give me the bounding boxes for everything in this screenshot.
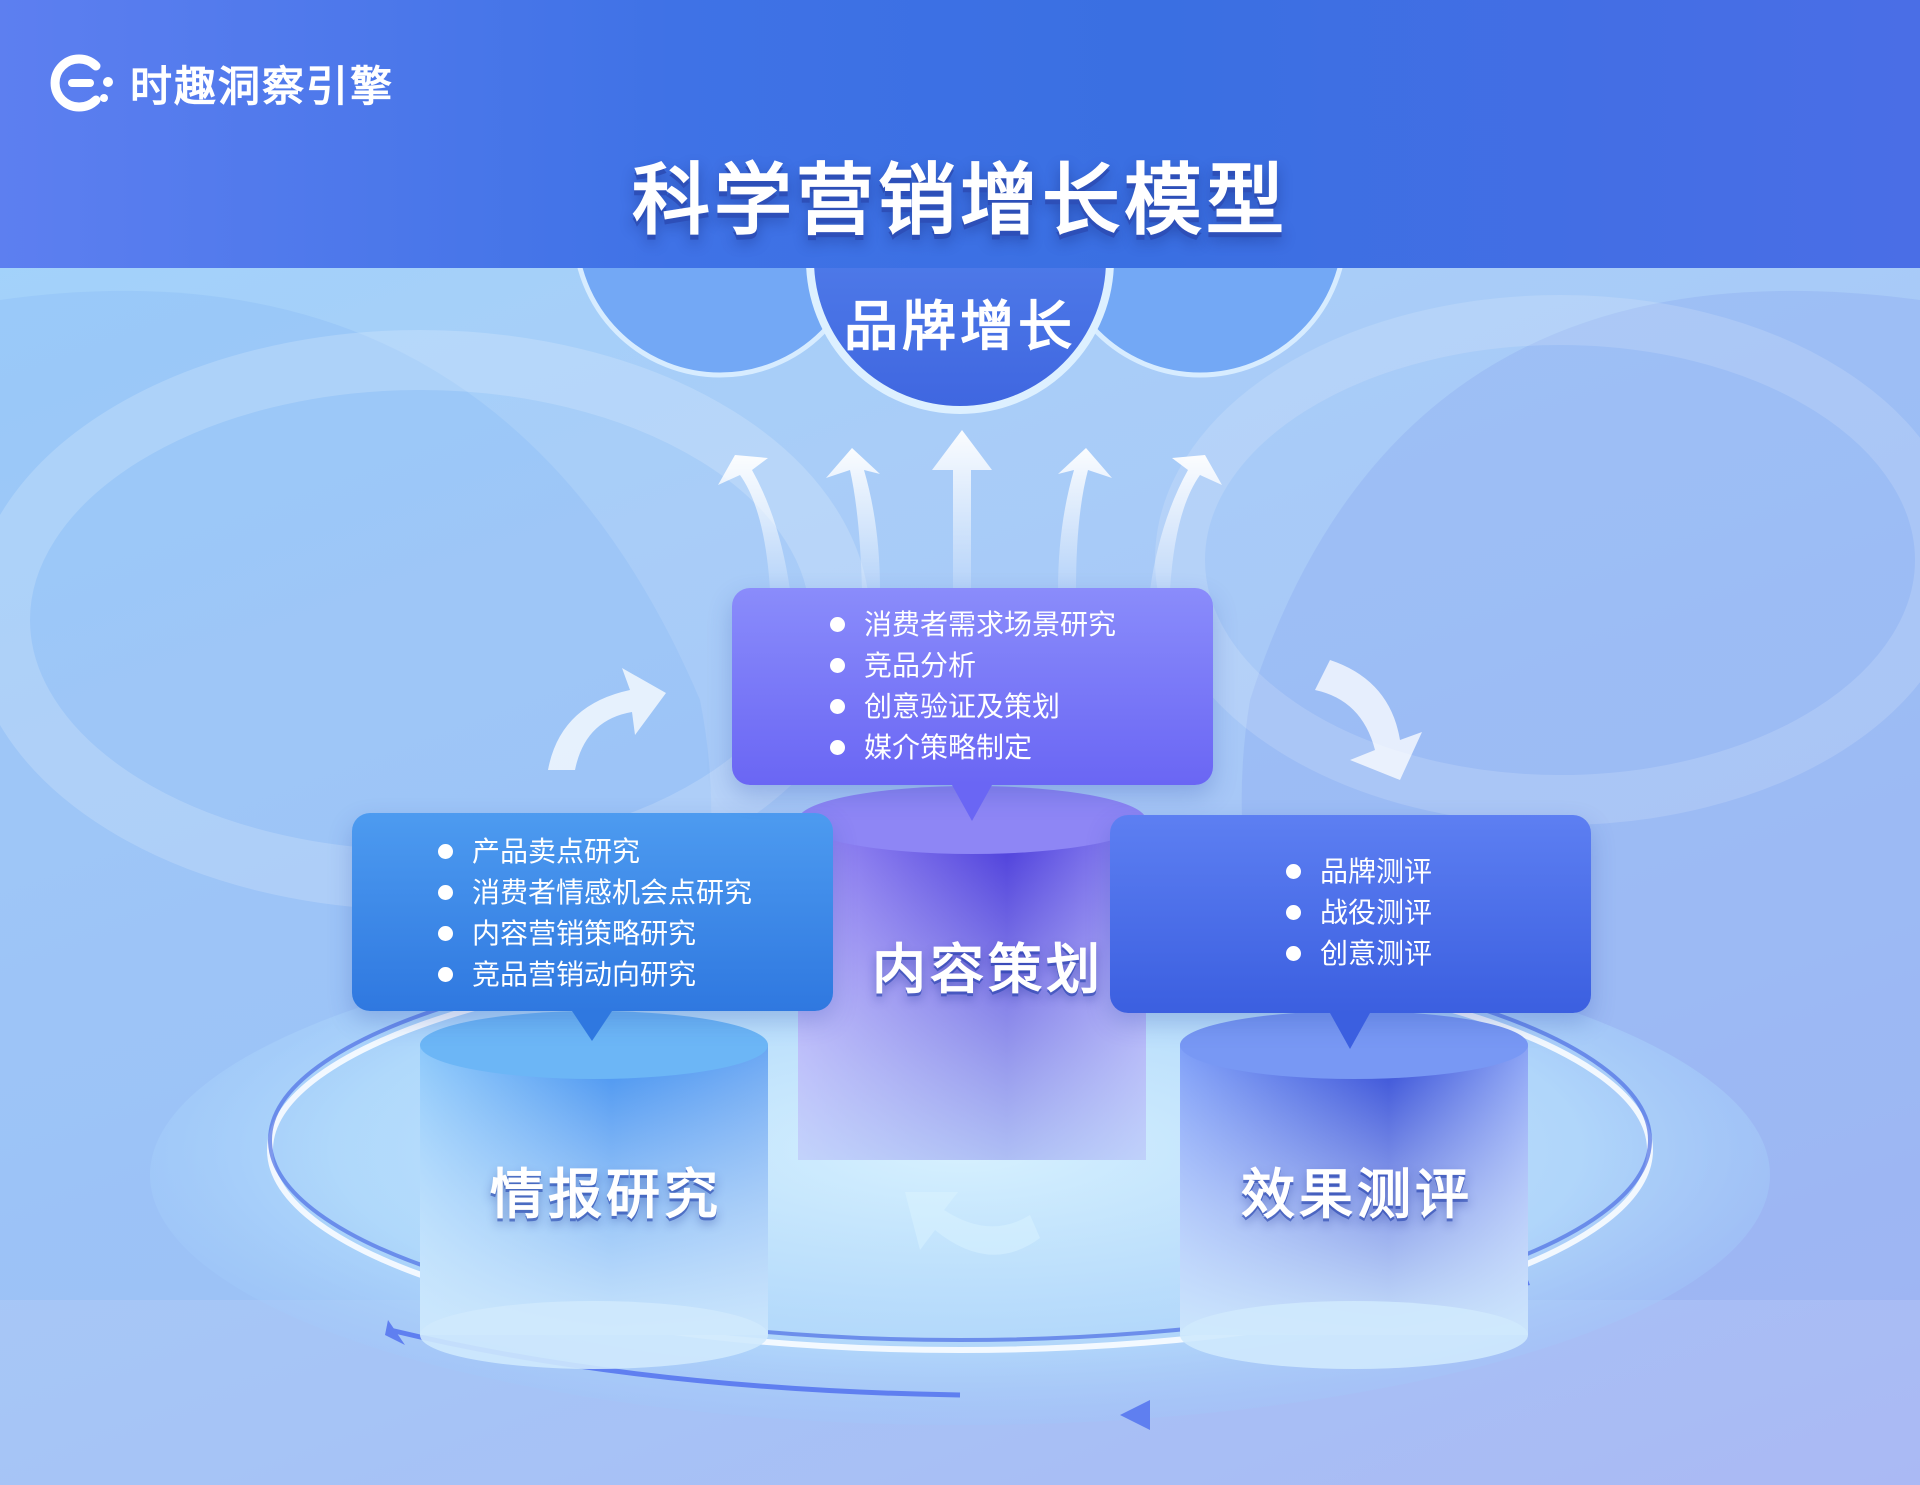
list-item: 消费者需求场景研究 [826,604,1116,645]
cylinder-planning [798,786,1146,1160]
list-item: 消费者情感机会点研究 [434,872,752,913]
goal-label: 品牌增长 [844,295,1076,358]
research-stage-label: 情报研究 [490,1163,722,1226]
evaluation-stage-label: 效果测评 [1241,1163,1473,1226]
list-item: 创意测评 [1282,933,1432,974]
brand-logo: 时趣洞察引擎 [48,52,394,114]
logo-text: 时趣洞察引擎 [130,61,395,111]
research-info-box: 产品卖点研究 消费者情感机会点研究 内容营销策略研究 竞品营销动向研究 [352,813,833,1041]
callout-pointer [572,1011,612,1041]
list-item: 产品卖点研究 [434,831,752,872]
planning-info-box: 消费者需求场景研究 竞品分析 创意验证及策划 媒介策略制定 [732,588,1213,821]
planning-stage-label: 内容策划 [872,938,1104,1001]
cylinder-evaluation [1180,1011,1528,1369]
cylinder-research [420,1011,768,1369]
callout-pointer [1330,1013,1370,1049]
callout-pointer [952,785,992,821]
evaluation-info-box: 品牌测评 战役测评 创意测评 [1110,815,1591,1049]
growth-arrows [718,430,1222,590]
list-item: 媒介策略制定 [826,727,1116,768]
list-item: 竞品营销动向研究 [434,954,752,995]
list-item: 竞品分析 [826,645,1116,686]
logo-icon [50,54,113,112]
list-item: 战役测评 [1282,892,1432,933]
header-banner [0,0,1920,268]
page-title: 科学营销增长模型 [631,156,1288,246]
list-item: 内容营销策略研究 [434,913,752,954]
list-item: 创意验证及策划 [826,686,1116,727]
list-item: 品牌测评 [1282,851,1432,892]
